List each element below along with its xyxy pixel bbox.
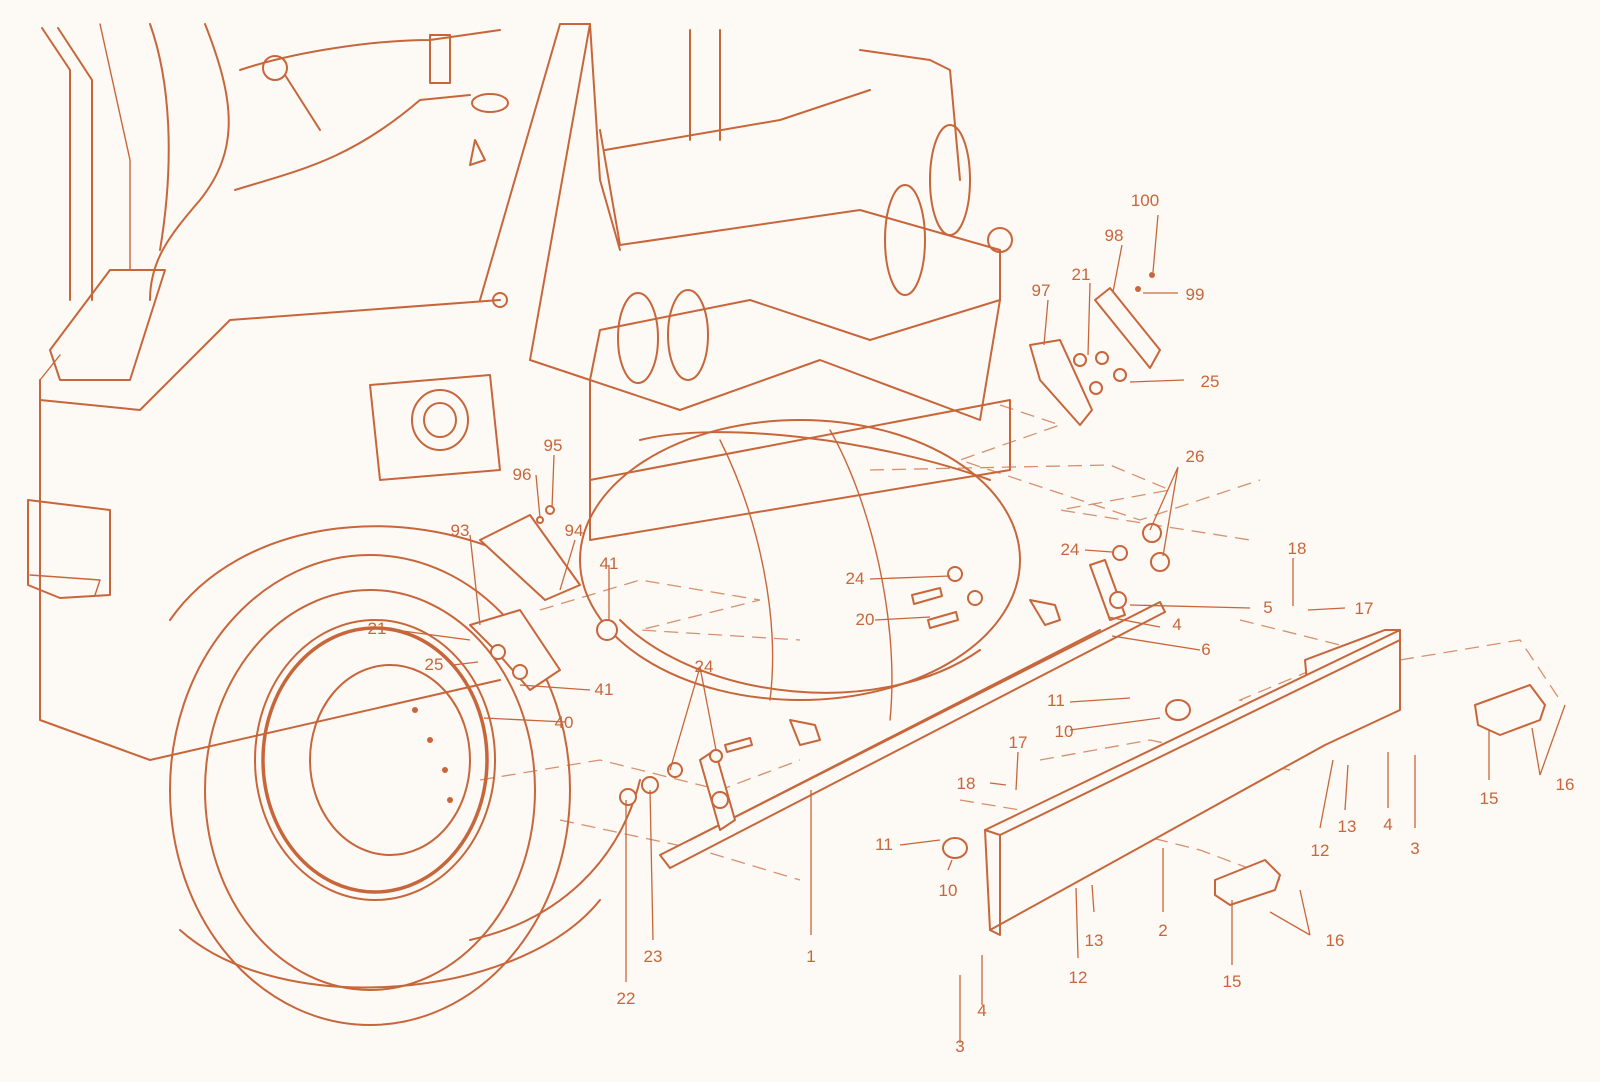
callout-21-upper: 21 (1072, 265, 1091, 284)
callout-93: 93 (451, 521, 470, 540)
callout-11-lower: 11 (875, 835, 893, 854)
callout-41-lower: 41 (595, 680, 614, 699)
callout-99: 99 (1186, 285, 1205, 304)
brackets-93-94 (469, 505, 618, 691)
hinge-rail (659, 559, 1166, 869)
callout-25-upper: 25 (1201, 372, 1220, 391)
rail-fasteners (619, 523, 1170, 806)
step-board-lower (984, 629, 1401, 936)
callout-22: 22 (617, 989, 636, 1008)
callout-4-lower: 4 (977, 1001, 986, 1020)
callout-41-upper: 41 (600, 554, 619, 573)
callout-21-lower: 21 (368, 619, 387, 638)
bumpers (942, 699, 1191, 859)
callout-20: 20 (856, 610, 875, 629)
callout-5: 5 (1263, 598, 1272, 617)
callout-97: 97 (1032, 281, 1051, 300)
callout-11-upper: 11 (1047, 691, 1065, 710)
callout-labels: 100 98 99 21 97 25 26 95 96 93 94 41 24 … (368, 191, 1575, 1056)
callout-24-right: 24 (1061, 540, 1080, 559)
drum (579, 419, 1021, 721)
callout-4-upper: 4 (1172, 615, 1181, 634)
callout-1: 1 (806, 947, 815, 966)
callout-12-right: 12 (1311, 841, 1330, 860)
callout-13-right: 13 (1338, 817, 1357, 836)
callout-25-lower: 25 (425, 655, 444, 674)
chassis-body (27, 23, 509, 761)
leader-lines (394, 214, 1566, 1043)
callout-17-lower: 17 (1009, 733, 1028, 752)
drive-wheel (169, 525, 641, 1026)
callout-15-lower: 15 (1223, 972, 1242, 991)
callout-10-upper: 10 (1055, 722, 1074, 741)
callout-16-lower: 16 (1326, 931, 1345, 950)
callout-23: 23 (644, 947, 663, 966)
callout-3-right: 3 (1410, 839, 1419, 858)
callout-18-upper: 18 (1288, 539, 1307, 558)
callout-12-lower: 12 (1069, 968, 1088, 987)
callout-24-left: 24 (695, 657, 714, 676)
callout-100: 100 (1131, 191, 1159, 210)
callout-3-lower: 3 (955, 1037, 964, 1056)
callout-2: 2 (1158, 921, 1167, 940)
brackets-97-98 (1029, 272, 1161, 426)
callout-18-lower: 18 (957, 774, 976, 793)
callout-6: 6 (1201, 640, 1210, 659)
callout-98: 98 (1105, 226, 1124, 245)
callout-26: 26 (1186, 447, 1205, 466)
callout-96: 96 (513, 465, 532, 484)
callout-95: 95 (544, 436, 563, 455)
callout-10-lower: 10 (939, 881, 958, 900)
callout-94: 94 (565, 521, 584, 540)
handles (1214, 684, 1546, 906)
callout-13-lower: 13 (1085, 931, 1104, 950)
callout-40: 40 (555, 713, 574, 732)
callout-17-upper: 17 (1355, 599, 1374, 618)
callout-24-mid: 24 (846, 569, 865, 588)
callout-16-right: 16 (1556, 775, 1575, 794)
callout-4-right: 4 (1383, 815, 1392, 834)
callout-15-right: 15 (1480, 789, 1499, 808)
